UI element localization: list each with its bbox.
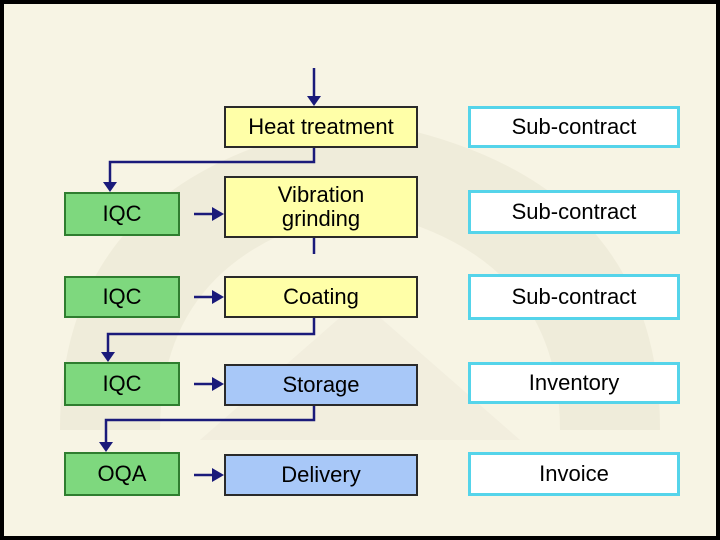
- arrow-head: [212, 377, 224, 391]
- partner-box-sub-contract: Sub-contract: [468, 106, 680, 148]
- qc-box-iqc: IQC: [64, 192, 180, 236]
- partner-box-sub-contract: Sub-contract: [468, 190, 680, 234]
- process-box-vibration-grinding: Vibration grinding: [224, 176, 418, 238]
- process-box-storage: Storage: [224, 364, 418, 406]
- process-box-coating: Coating: [224, 276, 418, 318]
- process-label: Heat treatment: [248, 114, 394, 139]
- partner-box-invoice: Invoice: [468, 452, 680, 496]
- process-label: Storage: [282, 372, 360, 397]
- process-label: Coating: [283, 284, 359, 309]
- qc-label: IQC: [102, 284, 142, 309]
- qc-label: OQA: [97, 461, 147, 486]
- process-box-heat-treatment: Heat treatment: [224, 106, 418, 148]
- connector-line: [108, 148, 316, 182]
- qc-box-iqc: IQC: [64, 276, 180, 318]
- partner-label: Sub-contract: [511, 114, 637, 139]
- partner-label: Sub-contract: [511, 199, 637, 224]
- process-box-delivery: Delivery: [224, 454, 418, 496]
- partner-label: Invoice: [539, 461, 609, 486]
- arrow-head: [101, 352, 115, 362]
- qc-box-iqc: IQC: [64, 362, 180, 406]
- process-label: Delivery: [281, 462, 361, 487]
- partner-label: Sub-contract: [511, 284, 637, 309]
- arrow-head: [212, 207, 224, 221]
- partner-box-sub-contract: Sub-contract: [468, 274, 680, 320]
- connector-line: [106, 318, 316, 352]
- entry-arrow-head: [307, 96, 321, 106]
- arrow-head: [99, 442, 113, 452]
- connector-line: [104, 406, 316, 442]
- process-label: Vibration grinding: [277, 182, 365, 231]
- arrow-head: [103, 182, 117, 192]
- qc-label: IQC: [102, 201, 142, 226]
- arrow-head: [212, 290, 224, 304]
- qc-label: IQC: [102, 371, 142, 396]
- partner-box-inventory: Inventory: [468, 362, 680, 404]
- arrow-head: [212, 468, 224, 482]
- partner-label: Inventory: [528, 370, 620, 395]
- qc-box-oqa: OQA: [64, 452, 180, 496]
